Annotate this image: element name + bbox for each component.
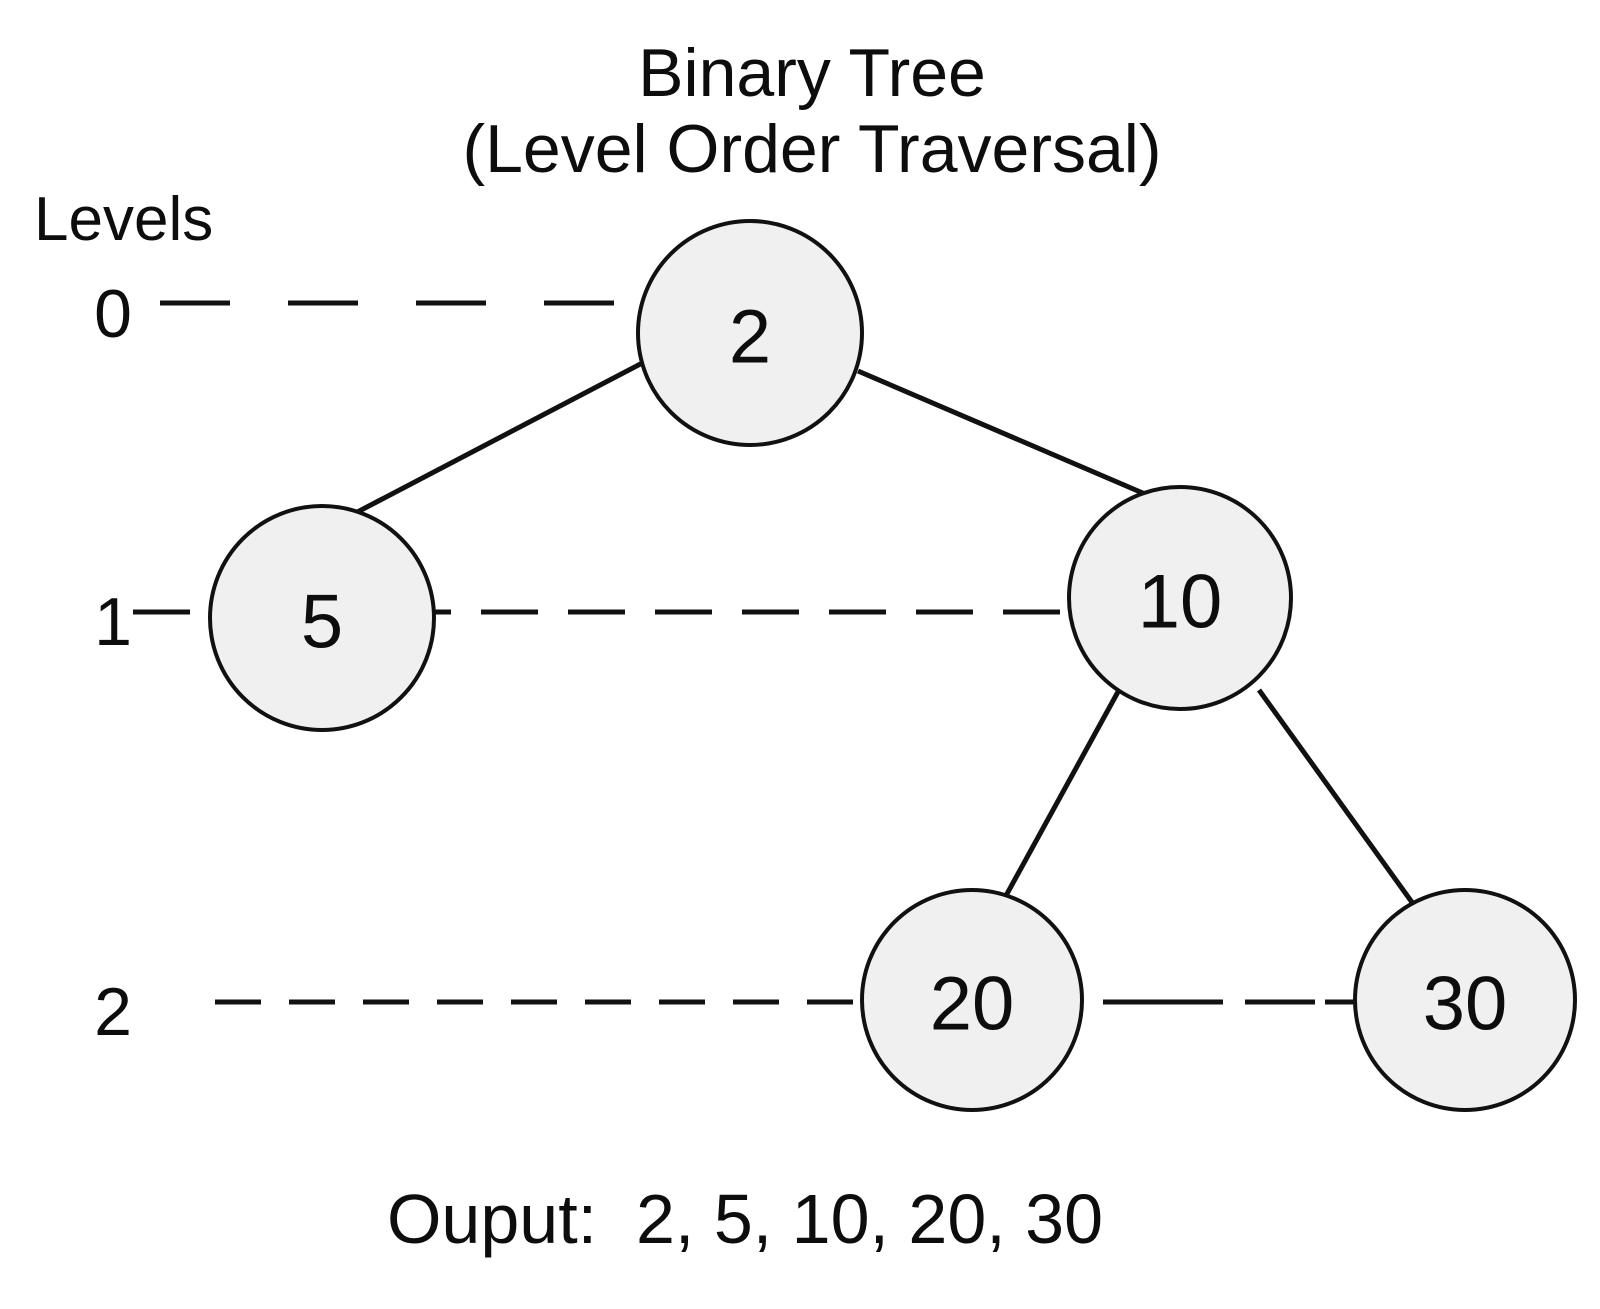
node-label-10: 10 <box>1138 560 1223 645</box>
node-circle-2[interactable] <box>636 219 864 447</box>
node-circle-5[interactable] <box>208 504 436 732</box>
node-label-2: 2 <box>729 295 771 380</box>
edge-10-to-20 <box>994 688 1122 914</box>
level-label-2: 2 <box>94 974 132 1050</box>
tree-node-2[interactable]: 2 <box>636 219 864 447</box>
page-title-line1: Binary Tree <box>638 35 986 111</box>
tree-node-5[interactable]: 5 <box>208 504 436 732</box>
node-label-30: 30 <box>1423 962 1508 1047</box>
tree-node-30[interactable]: 30 <box>1353 888 1577 1112</box>
tree-edges <box>342 357 1422 914</box>
output-caption: Ouput: 2, 5, 10, 20, 30 <box>387 1180 1103 1258</box>
page-title-line2: (Level Order Traversal) <box>462 111 1161 187</box>
level-label-1: 1 <box>94 584 132 660</box>
tree-node-10[interactable]: 10 <box>1067 485 1293 711</box>
edge-2-to-10 <box>857 368 1167 506</box>
edge-10-to-30 <box>1256 688 1422 914</box>
edge-2-to-5 <box>342 357 650 522</box>
node-label-5: 5 <box>301 580 343 665</box>
tree-node-20[interactable]: 20 <box>860 888 1084 1112</box>
node-circle-10[interactable] <box>1067 485 1293 711</box>
levels-caption: Levels <box>34 185 213 254</box>
level-guide-lines <box>133 300 1356 1005</box>
node-circle-20[interactable] <box>860 888 1084 1112</box>
node-label-20: 20 <box>930 962 1015 1047</box>
level-label-0: 0 <box>94 276 132 352</box>
node-circle-30[interactable] <box>1353 888 1577 1112</box>
